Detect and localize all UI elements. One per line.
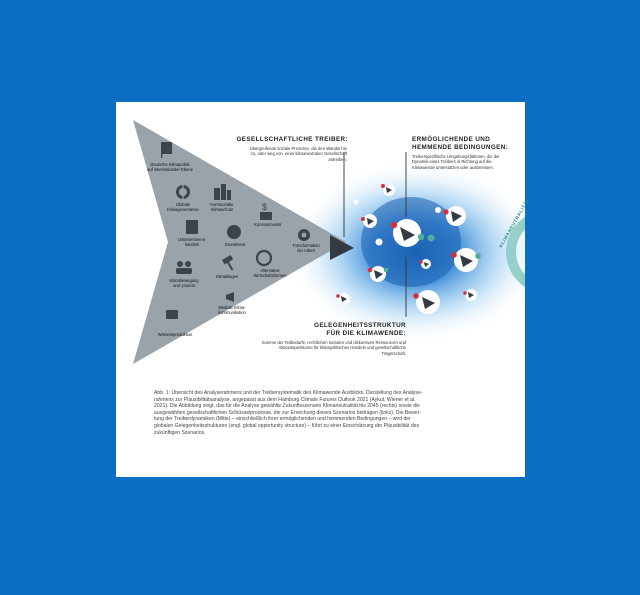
caption-line: ausgewählten gesellschaftlichen Schlüsse…: [154, 409, 421, 416]
driver-label-bewegung: Klimabewegung und -protest: [169, 278, 199, 288]
caption-line: 2021). Die Abbildung zeigt, das für die …: [154, 403, 420, 410]
caption-line: rahmens zur Plausibilitätsanalyse, angep…: [154, 396, 416, 403]
globe-icon: [176, 185, 190, 199]
driver-label-arbeit: Transformation der Arbeit: [292, 243, 320, 253]
header-gelegenheit-1: GELEGENHEITSSTRUKTUR: [314, 322, 406, 329]
driver-label-wirtschaft: Alternative Wirtschaftsformen: [253, 268, 287, 278]
figure-card: $ Deutsche Klimapolitik auf internationa…: [116, 102, 530, 477]
gear-icon: [298, 229, 310, 241]
svg-text:$: $: [262, 202, 267, 212]
driver-label-wissen: Wissensproduktion: [157, 332, 193, 337]
text-bedingungen: Treiberspezifische Umgebungsfaktoren, di…: [412, 154, 500, 170]
money-icon: $: [260, 202, 272, 220]
figure-graphic: $: [133, 120, 525, 364]
header-bedingungen-2: HEMMENDE BEDINGUNGEN:: [412, 144, 509, 151]
driver-label-governance: Globale Klimagovernance: [167, 202, 199, 212]
coins-icon: [227, 225, 241, 239]
cycle-icon: [255, 249, 273, 267]
driver-label-medien: Mediale Klima- kommunikation: [218, 305, 246, 315]
people-icon: [176, 261, 192, 274]
caption-line: zukünftigen Szenarios.: [154, 429, 206, 436]
figure-caption: Abb. 1: Übersicht des Analyserahmens und…: [154, 390, 509, 436]
caption-line: tung der Treiberdynamiken (Mitte) – eins…: [154, 416, 411, 423]
driver-label-unternehmen: Unternehmens- handeln: [177, 237, 207, 247]
megaphone-icon: [226, 292, 234, 302]
text-treiber: Übergreifende soziale Prozesse, die den …: [249, 146, 347, 162]
building-icon: [186, 220, 198, 234]
caption-line: globalen Gelegenheitsstrukturen (engl. g…: [154, 422, 420, 429]
research-icon: [166, 310, 178, 319]
city-icon: [214, 184, 231, 200]
driver-label-kommunal: Kommunaler Klimaschutz: [210, 202, 234, 212]
driver-label-politik: Deutsche Klimapolitik auf internationale…: [147, 162, 193, 172]
header-bedingungen-1: ERMÖGLICHENDE UND: [412, 136, 491, 143]
header-treiber: GESELLSCHAFTLICHE TREIBER:: [236, 136, 348, 143]
driver-label-konsum: Konsummuster: [254, 222, 282, 227]
dynamics-nodes: [336, 184, 481, 314]
gavel-icon: [222, 255, 234, 271]
header-gelegenheit-2: FÜR DIE KLIMAWENDE:: [326, 330, 406, 337]
triangle-arrow-tip: [330, 235, 354, 260]
driver-label-klagen: Klimaklagen: [215, 274, 239, 279]
text-gelegenheit: Summe der Teilbedarfe, rechtlichen sozia…: [261, 340, 406, 356]
driver-label-divestment: Divestment: [224, 242, 246, 247]
caption-line: Abb. 1: Übersicht des Analyserahmens und…: [154, 390, 423, 396]
flag-icon: [161, 142, 172, 158]
drivers-triangle: [133, 120, 346, 364]
